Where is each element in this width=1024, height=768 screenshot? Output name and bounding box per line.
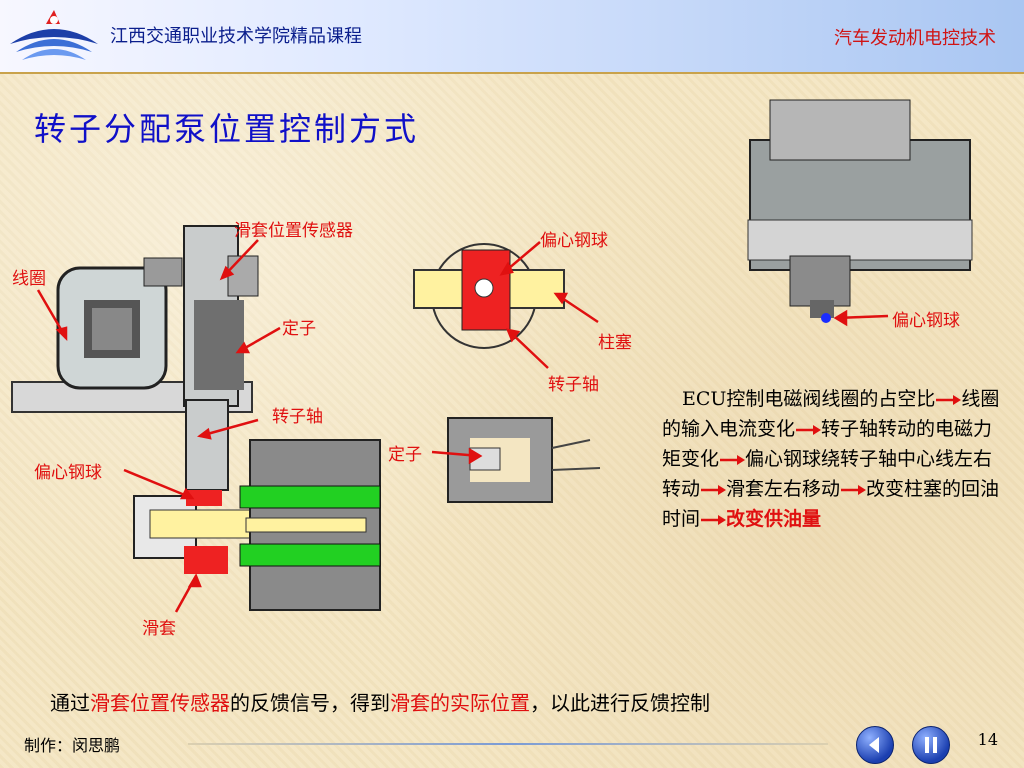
right-pump-figure [747,99,973,323]
school-name: 江西交通职业技术学院精品课程 [110,26,362,47]
left-pump-figure [11,225,381,611]
label-sleeve-position-sensor: 滑套位置传感器 [234,221,353,241]
label-arrows [36,239,889,613]
bottom-text-1: 通过 [50,691,90,715]
stator-detail-figure [447,417,601,503]
para-text-5: 滑套左右移动 [726,478,841,500]
para-text-7: 改变供油量 [726,508,822,530]
arrow-right-icon [936,395,962,405]
course-name: 汽车发动机电控技术 [834,28,996,49]
triangle-left-icon [869,737,879,753]
label-rotor-shaft-left: 转子轴 [272,407,323,427]
footer-divider [188,743,828,745]
para-text-4: 偏心钢球绕转子轴中心线左右转动 [662,448,993,500]
slide-title: 转子分配泵位置控制方式 [34,110,420,148]
slide-footer: 制作：闵思鹏 14 [0,722,1024,768]
label-coil: 线圈 [12,269,46,289]
school-logo-icon [10,10,98,60]
arrow-right-icon [701,515,727,525]
label-stator-mid: 定子 [388,445,422,465]
slide-header: 江西交通职业技术学院精品课程 汽车发动机电控技术 [0,0,1024,74]
bottom-text-2: 滑套位置传感器 [90,691,230,715]
para-text-3: 转子轴转动的电磁力矩变化 [662,418,993,470]
middle-cross-section-figure [413,243,565,349]
label-stator-left: 定子 [282,319,316,339]
bottom-text-3: 的反馈信号，得到 [230,691,390,715]
page-number: 14 [977,730,998,749]
bottom-sentence: 通过滑套位置传感器的反馈信号，得到滑套的实际位置，以此进行反馈控制 [50,687,710,716]
pause-slide-button[interactable] [912,726,950,764]
label-eccentric-ball-right: 偏心钢球 [892,311,960,331]
label-sleeve: 滑套 [142,619,176,639]
para-text-6: 改变柱塞的回油时间 [662,478,1000,530]
label-eccentric-ball-mid: 偏心钢球 [540,231,608,251]
label-plunger: 柱塞 [598,333,632,353]
label-rotor-shaft-mid: 转子轴 [548,375,599,395]
arrow-right-icon [841,485,867,495]
pause-icon [925,737,937,753]
bottom-text-4: 滑套的实际位置 [390,691,530,715]
previous-slide-button[interactable] [856,726,894,764]
arrow-right-icon [796,425,822,435]
arrow-right-icon [720,455,746,465]
para-text-1: ECU控制电磁阀线圈的占空比 [682,388,936,410]
bottom-text-5: ，以此进行反馈控制 [530,691,710,715]
label-eccentric-ball-left: 偏心钢球 [34,463,102,483]
explanation-paragraph: ECU控制电磁阀线圈的占空比线圈的输入电流变化转子轴转动的电磁力矩变化偏心钢球绕… [662,384,1002,534]
author-credit: 制作：闵思鹏 [24,736,121,755]
arrow-right-icon [701,485,727,495]
para-text-2: 线圈的输入电流变化 [662,388,1000,440]
